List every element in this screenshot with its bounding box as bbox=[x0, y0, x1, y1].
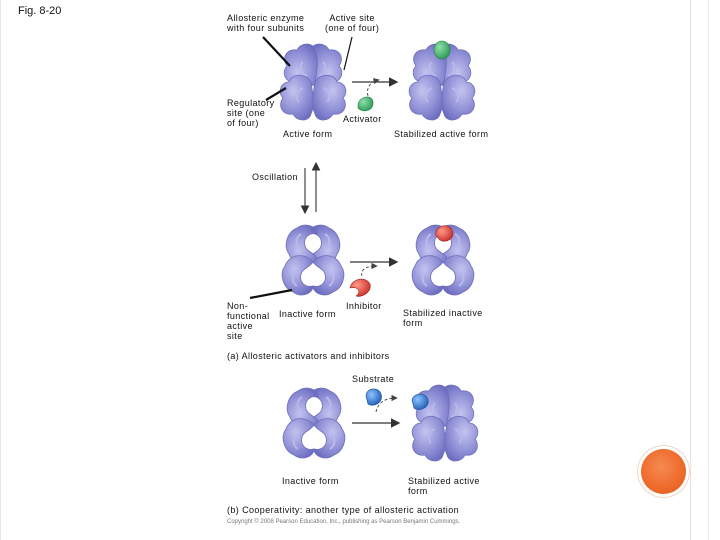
pointer-nonfunctional-site bbox=[249, 288, 293, 300]
label-inactive-form-b: Inactive form bbox=[282, 476, 339, 486]
figure-label: Fig. 8-20 bbox=[18, 5, 62, 17]
decorative-orange-circle bbox=[641, 449, 686, 494]
caption-panel-a: (a) Allosteric activators and inhibitors bbox=[227, 351, 390, 361]
slide-border-right bbox=[690, 0, 691, 540]
label-activator: Activator bbox=[343, 114, 382, 124]
label-stabilized-active-form: Stabilized active form bbox=[394, 129, 489, 139]
pointer-regulatory-site bbox=[265, 87, 287, 101]
label-active-site: Active site (one of four) bbox=[325, 13, 380, 33]
bound-activator bbox=[433, 40, 451, 60]
enzyme-active-form bbox=[279, 43, 347, 121]
label-stabilized-active-form-b: Stabilized active form bbox=[408, 476, 480, 496]
label-stabilized-inactive-form: Stabilized inactive form bbox=[403, 308, 483, 328]
label-oscillation: Oscillation bbox=[252, 172, 298, 182]
enzyme-inactive-form-b bbox=[282, 387, 346, 459]
bound-substrate bbox=[411, 393, 429, 410]
label-substrate: Substrate bbox=[352, 374, 395, 384]
label-inactive-form-a: Inactive form bbox=[279, 309, 336, 319]
label-nonfunctional-site: Non- functional active site bbox=[227, 301, 270, 341]
activator-molecule bbox=[357, 96, 374, 112]
pointer-active-site bbox=[343, 36, 353, 71]
bound-inhibitor bbox=[435, 225, 454, 242]
enzyme-inactive-form bbox=[281, 224, 345, 296]
slide-border-right-outer bbox=[708, 0, 709, 540]
label-active-form: Active form bbox=[283, 129, 333, 139]
inhibitor-molecule bbox=[349, 278, 371, 297]
pointer-enzyme bbox=[262, 36, 291, 67]
label-inhibitor: Inhibitor bbox=[346, 301, 382, 311]
slide-border-left bbox=[0, 0, 1, 540]
copyright-notice: Copyright © 2008 Pearson Education, Inc.… bbox=[227, 519, 461, 525]
substrate-molecule bbox=[365, 388, 382, 406]
caption-panel-b: (b) Cooperativity: another type of allos… bbox=[227, 505, 460, 515]
label-regulatory-site: Regulatory site (one of four) bbox=[227, 98, 275, 128]
label-allosteric-enzyme: Allosteric enzyme with four subunits bbox=[227, 13, 305, 33]
